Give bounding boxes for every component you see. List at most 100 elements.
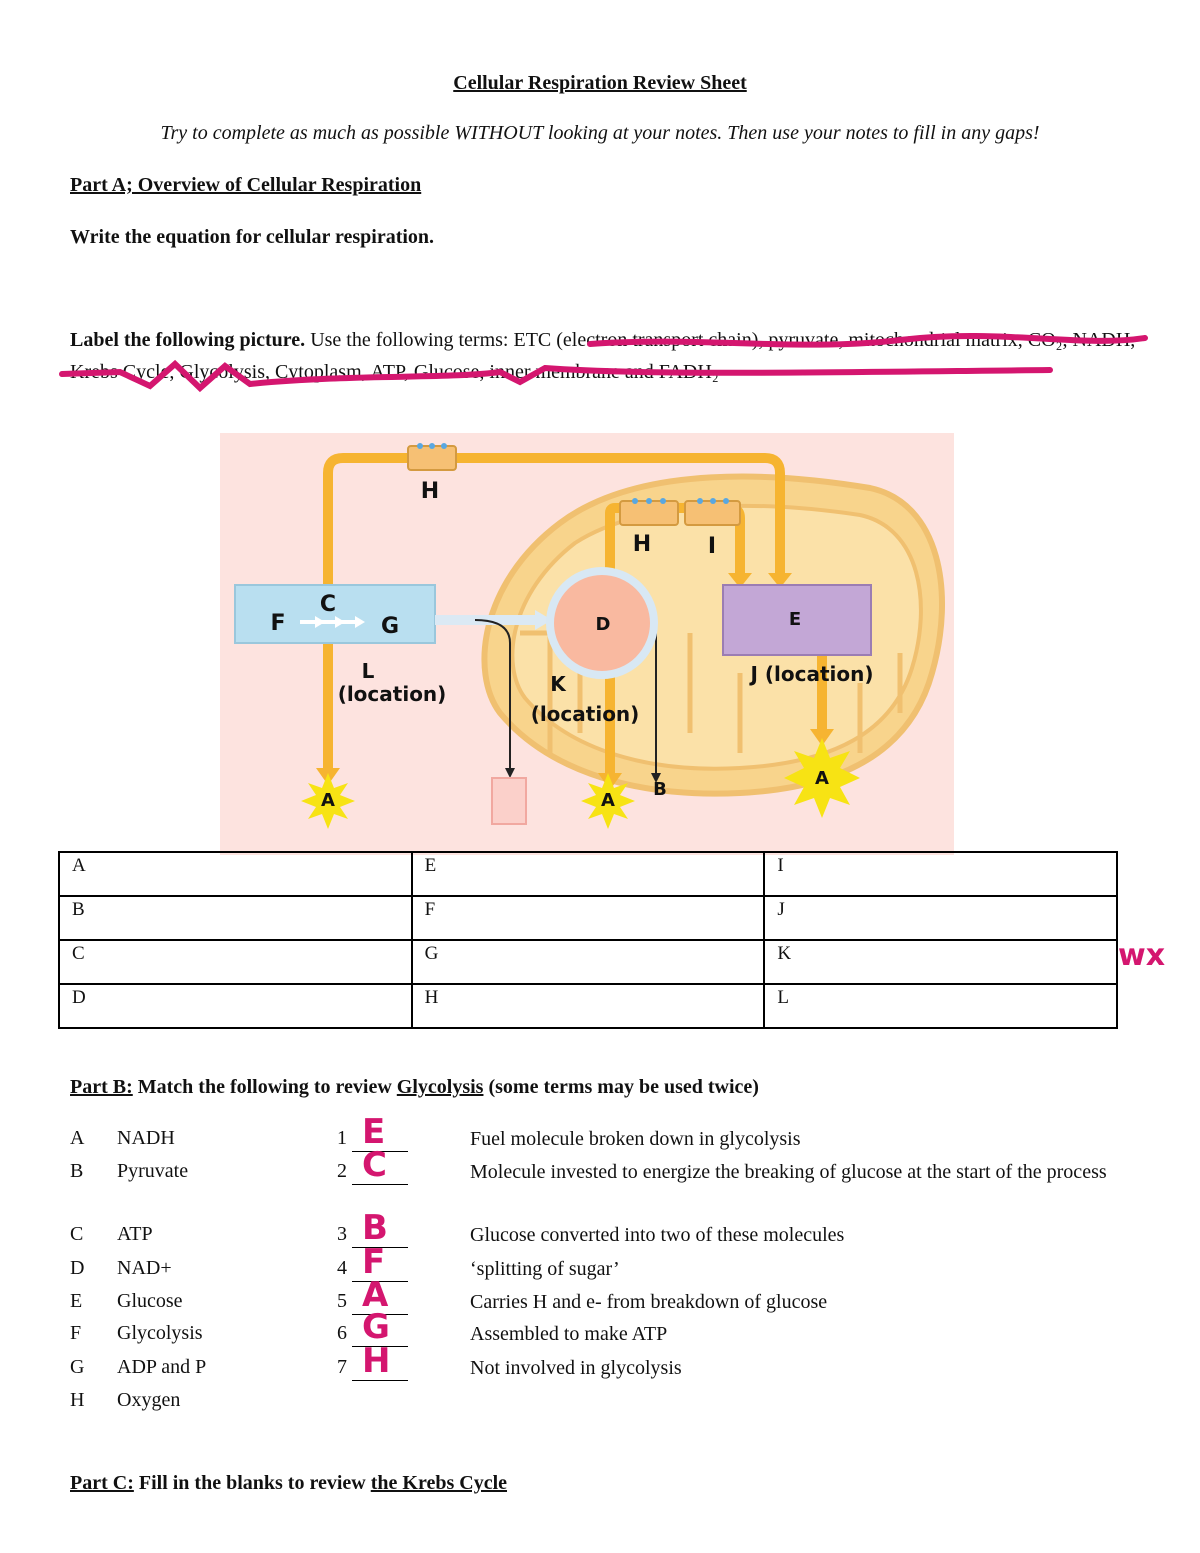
part-b-label: Part B: [70, 1076, 133, 1098]
term-letter: B [70, 1160, 84, 1182]
item-description: Assembled to make ATP [470, 1323, 668, 1345]
part-b-heading-end: (some terms may be used twice) [483, 1076, 759, 1098]
label-d: D [596, 614, 611, 635]
table-cell[interactable]: E [410, 851, 766, 897]
carrier-h-mid [619, 500, 679, 526]
table-cell[interactable]: K [763, 939, 1118, 985]
table-row: C G K [58, 939, 1118, 985]
term-name: ATP [117, 1223, 153, 1245]
label-i: I [708, 534, 716, 559]
item-number: 5 [337, 1290, 347, 1312]
handwritten-answer: E [362, 1112, 386, 1152]
handwritten-answer: H [362, 1341, 391, 1381]
part-c-heading: Part C: Fill in the blanks to review the… [70, 1472, 507, 1495]
label-a3: A [815, 768, 829, 789]
item-description: ‘splitting of sugar’ [470, 1258, 620, 1280]
term-name: ADP and P [117, 1356, 207, 1378]
part-a-heading: Part A; Overview of Cellular Respiration [70, 174, 422, 196]
table-cell[interactable]: C [58, 939, 413, 985]
term-name: Oxygen [117, 1389, 181, 1411]
glycolysis-box [234, 584, 436, 644]
answer-blank[interactable] [352, 1162, 408, 1185]
answer-blank[interactable] [352, 1358, 408, 1381]
atp-star-3 [784, 738, 860, 818]
label-h-top: H [421, 479, 439, 504]
item-description: Molecule invested to energize the breaki… [470, 1161, 1107, 1183]
atp-star-1 [301, 773, 355, 829]
table-row: B F J [58, 895, 1118, 941]
label-e: E [789, 609, 801, 630]
scribble-strikethrough [59, 333, 1148, 393]
co2-box [491, 777, 527, 825]
cellular-respiration-diagram: H H I C F G D E L (location) K (location… [220, 433, 954, 855]
label-f: F [270, 611, 285, 636]
answer-blank[interactable] [352, 1292, 408, 1315]
table-cell[interactable]: F [410, 895, 766, 941]
answer-blank[interactable] [352, 1324, 408, 1347]
item-number: 2 [337, 1160, 347, 1182]
krebs-cycle [546, 567, 658, 679]
equation-prompt: Write the equation for cellular respirat… [70, 226, 435, 248]
part-c-topic: the Krebs Cycle [370, 1472, 508, 1494]
label-g: G [381, 614, 399, 639]
term-letter: G [70, 1356, 85, 1378]
carrier-h-top [407, 445, 457, 471]
part-b-heading: Part B: Match the following to review Gl… [70, 1076, 759, 1099]
item-number: 3 [337, 1223, 347, 1245]
item-number: 4 [337, 1257, 347, 1279]
label-answer-table: A E I B F J C G K D H L [58, 851, 1118, 1029]
item-description: Fuel molecule broken down in glycolysis [470, 1128, 801, 1150]
term-letter: E [70, 1290, 83, 1312]
term-name: Glycolysis [117, 1322, 203, 1344]
table-cell[interactable]: D [58, 983, 413, 1029]
table-cell[interactable]: J [763, 895, 1118, 941]
page-title: Cellular Respiration Review Sheet [453, 72, 747, 94]
term-letter: D [70, 1257, 85, 1279]
table-cell[interactable]: H [410, 983, 766, 1029]
label-b: B [653, 779, 667, 800]
label-c: C [320, 592, 336, 617]
label-k: K [550, 672, 567, 696]
item-description: Carries H and e- from breakdown of gluco… [470, 1291, 828, 1313]
part-b-topic: Glycolysis [396, 1076, 484, 1098]
instructions: Try to complete as much as possible WITH… [160, 122, 1040, 144]
label-l: L [362, 659, 375, 683]
part-c-label: Part C: [70, 1472, 134, 1494]
term-name: Glucose [117, 1290, 183, 1312]
label-j-location: J (location) [748, 662, 873, 686]
answer-blank[interactable] [352, 1225, 408, 1248]
handwritten-answer: A [362, 1275, 389, 1315]
item-description: Not involved in glycolysis [470, 1357, 682, 1379]
term-letter: F [70, 1322, 82, 1344]
table-row: A E I [58, 851, 1118, 897]
label-h-mid: H [633, 532, 651, 557]
label-a1: A [321, 790, 335, 811]
label-a2: A [601, 790, 615, 811]
term-letter: H [70, 1389, 85, 1411]
label-k-location: (location) [531, 702, 640, 726]
carrier-i [684, 500, 741, 526]
handwritten-answer: G [362, 1307, 390, 1347]
etc-box [722, 584, 872, 656]
table-cell[interactable]: I [763, 851, 1118, 897]
item-description: Glucose converted into two of these mole… [470, 1224, 845, 1246]
table-cell[interactable]: A [58, 851, 413, 897]
handwritten-answer: F [362, 1242, 386, 1282]
item-number: 1 [337, 1127, 347, 1149]
table-row: D H L [58, 983, 1118, 1029]
term-name: Pyruvate [117, 1160, 189, 1182]
term-name: NADH [117, 1127, 175, 1149]
term-letter: A [70, 1127, 85, 1149]
answer-blank[interactable] [352, 1129, 408, 1152]
arrow-top [323, 453, 785, 593]
table-cell[interactable]: G [410, 939, 766, 985]
answer-blank[interactable] [352, 1259, 408, 1282]
label-l-location: (location) [338, 682, 447, 706]
table-cell[interactable]: L [763, 983, 1118, 1029]
handwritten-answer: C [362, 1145, 387, 1185]
term-name: NAD+ [117, 1257, 172, 1279]
item-number: 7 [337, 1356, 347, 1378]
item-number: 6 [337, 1322, 347, 1344]
margin-scribble: wx [1118, 938, 1166, 973]
table-cell[interactable]: B [58, 895, 413, 941]
